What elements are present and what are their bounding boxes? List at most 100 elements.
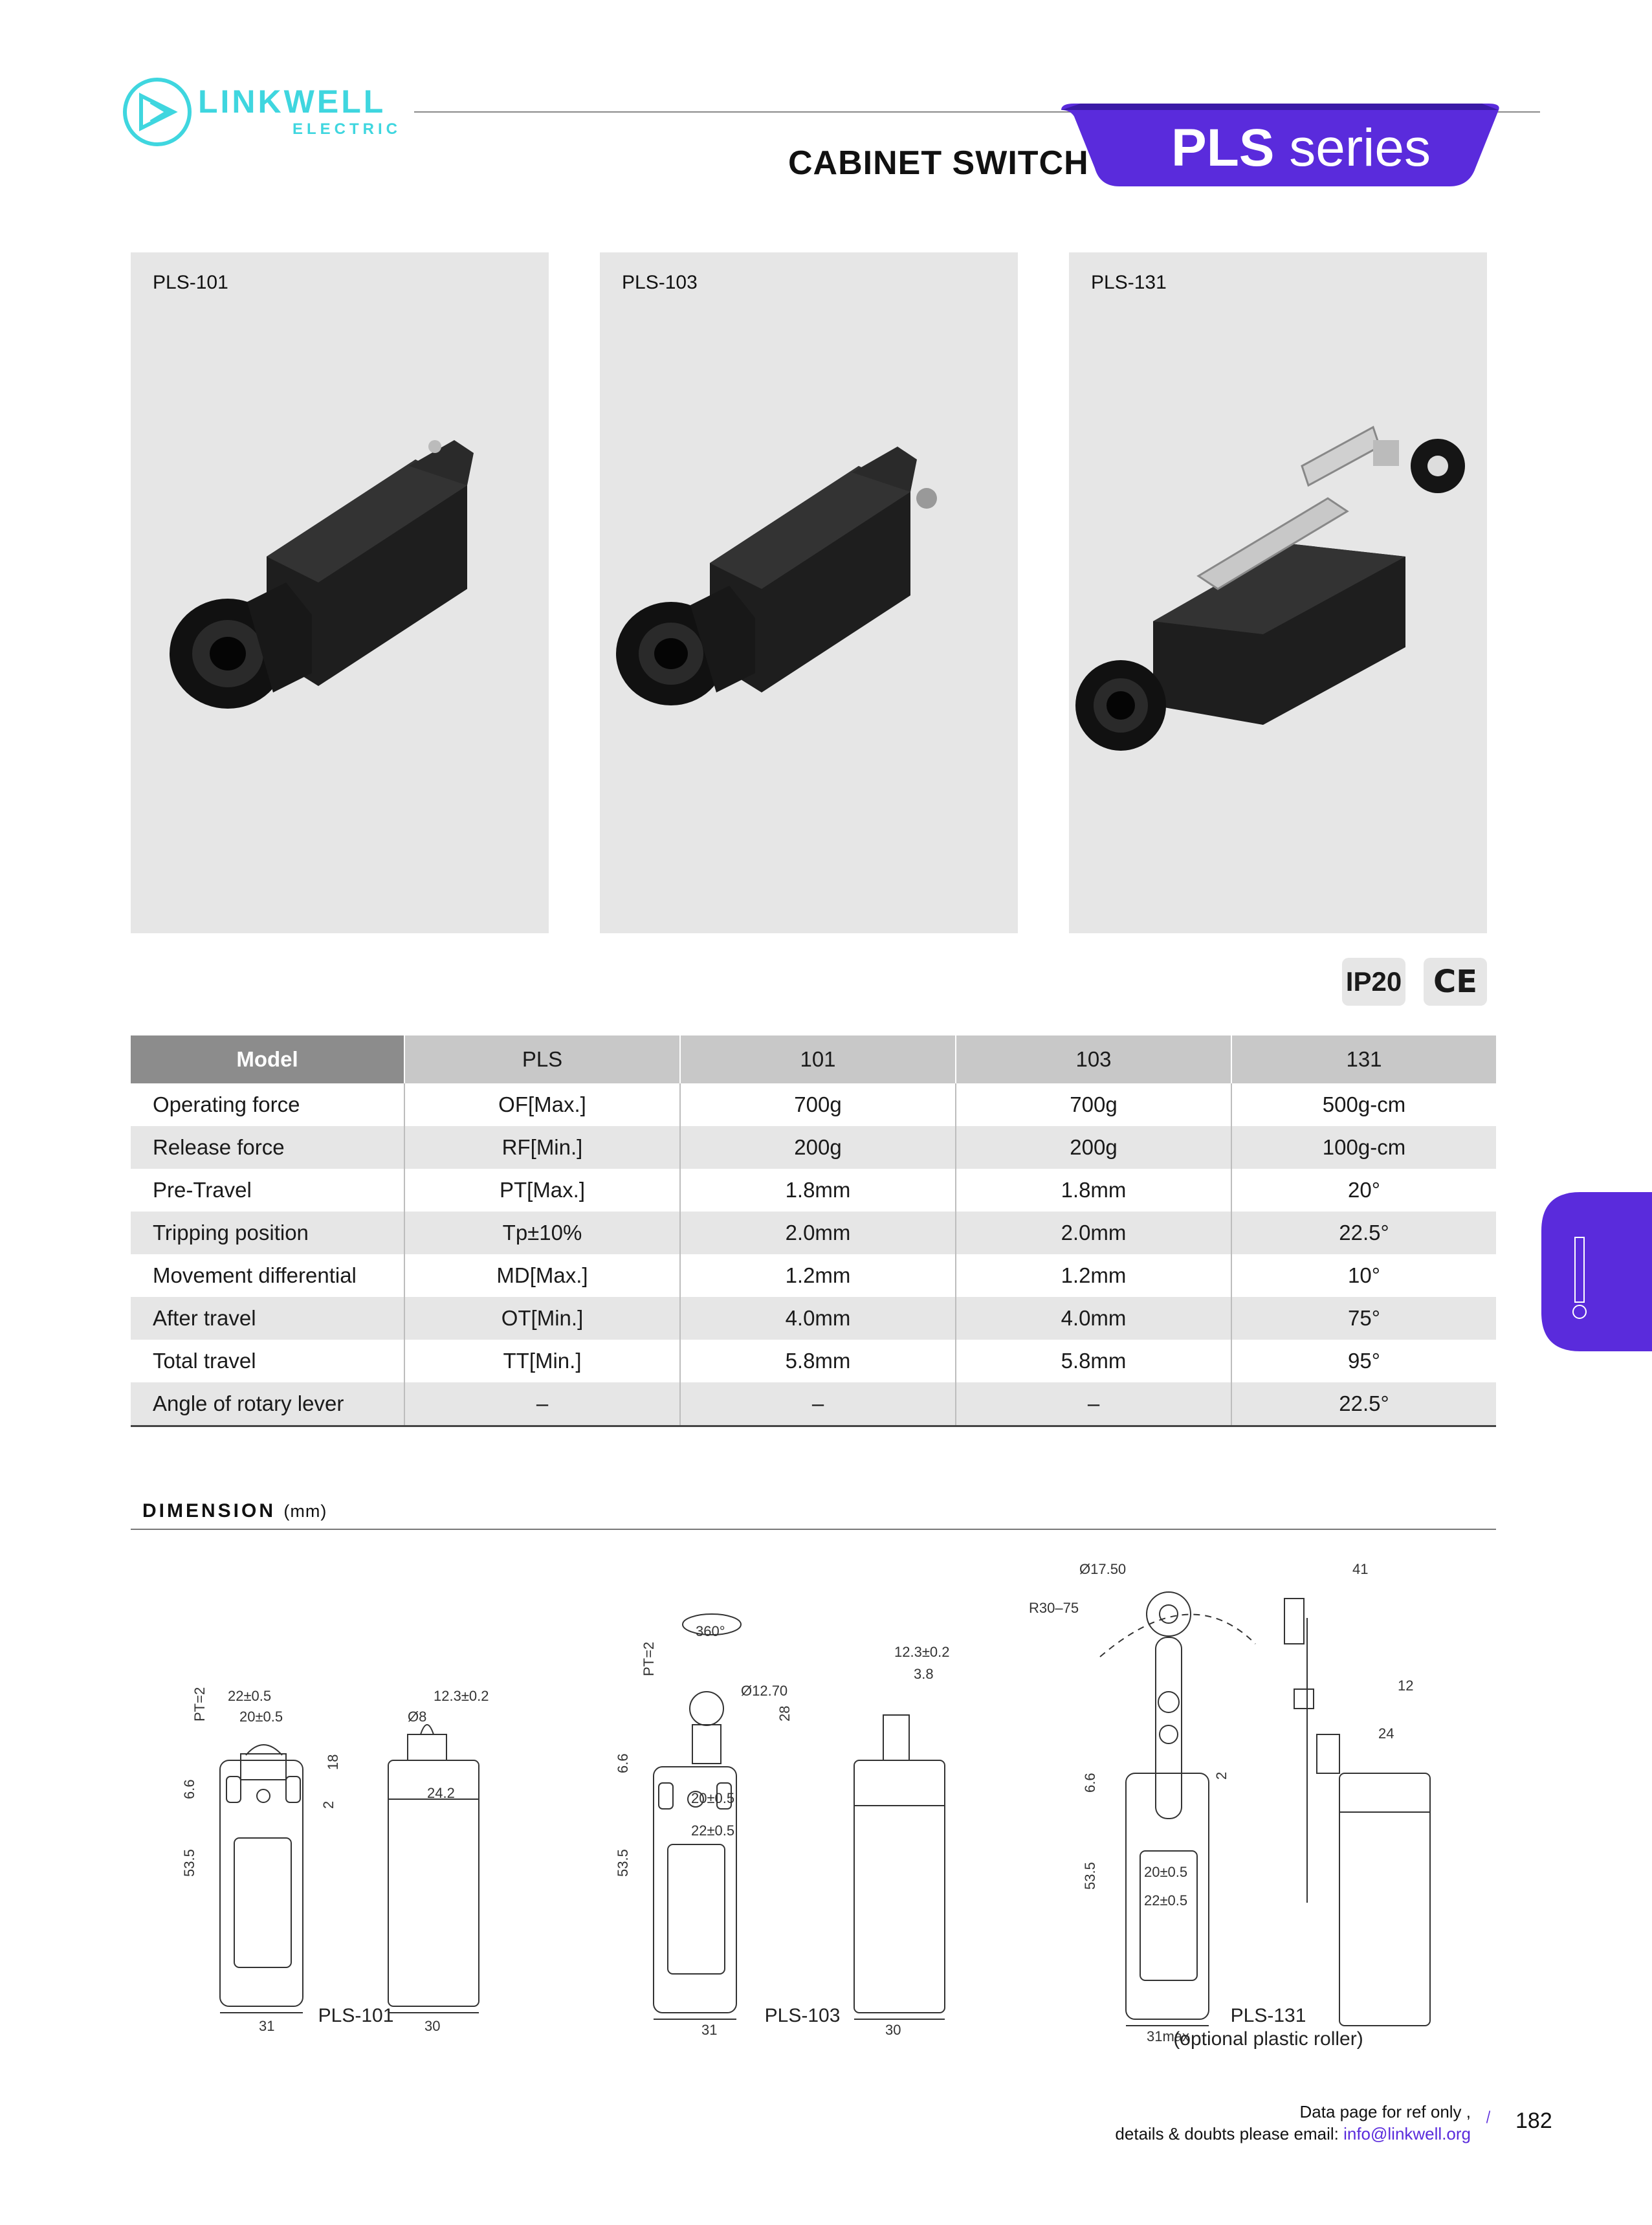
- dim-label: 3.8: [914, 1666, 934, 1682]
- page-divider: [1486, 2110, 1491, 2123]
- series-title: PLS series: [1171, 118, 1431, 177]
- table-cell: 4.0mm: [956, 1297, 1232, 1340]
- caption-pls103: PLS-103: [764, 2005, 841, 2026]
- dim-label: 31: [259, 2018, 274, 2034]
- dim-label: 31: [701, 2022, 717, 2038]
- product-label: PLS-101: [153, 272, 228, 293]
- email-link[interactable]: info@linkwell.org: [1343, 2124, 1471, 2143]
- footer-note: Data page for ref only ,: [1299, 2102, 1471, 2121]
- dim-label: 20±0.5: [239, 1709, 283, 1725]
- table-cell: 700g: [956, 1083, 1232, 1126]
- product-panel-pls131: PLS-131: [1069, 252, 1487, 933]
- caption-pls131-note: (optional plastic roller): [1173, 2028, 1363, 2050]
- table-cell: 700g: [680, 1083, 956, 1126]
- brand-sub: ELECTRIC: [292, 120, 401, 138]
- footer-contact: details & doubts please email: info@link…: [1115, 2124, 1471, 2143]
- dim-label: 22±0.5: [691, 1822, 734, 1839]
- dim-label: 31max: [1147, 2028, 1189, 2044]
- dim-label: 53.5: [615, 1849, 631, 1877]
- switch-pls101-image: [170, 440, 474, 709]
- dim-label: 22±0.5: [228, 1688, 271, 1704]
- header-rule: [414, 111, 1540, 113]
- table-cell: 1.2mm: [680, 1254, 956, 1297]
- dim-label: 2: [1213, 1772, 1229, 1780]
- pls103-side-drawing: [854, 1714, 945, 2020]
- category-title: CABINET SWITCH: [788, 144, 1089, 182]
- table-cell: Tp±10%: [404, 1212, 681, 1254]
- dim-label: 6.6: [181, 1779, 197, 1799]
- table-cell: 2.0mm: [680, 1212, 956, 1254]
- brand-name: LINKWELL: [198, 83, 386, 120]
- table-cell: –: [956, 1382, 1232, 1427]
- table-cell: Tripping position: [131, 1212, 405, 1254]
- dim-label: Ø17.50: [1079, 1561, 1126, 1577]
- dim-label: 360°: [696, 1623, 725, 1639]
- table-cell: 2.0mm: [956, 1212, 1232, 1254]
- pls103-front-drawing: [653, 1613, 742, 2020]
- table-cell: 1.8mm: [680, 1169, 956, 1212]
- table-cell: 5.8mm: [680, 1340, 956, 1382]
- table-cell: 1.2mm: [956, 1254, 1232, 1297]
- dim-label: 6.6: [615, 1753, 631, 1773]
- table-cell: 5.8mm: [956, 1340, 1232, 1382]
- table-cell: PT[Max.]: [404, 1169, 681, 1212]
- table-cell: 200g: [680, 1126, 956, 1169]
- pls101-front-drawing: [219, 1744, 303, 2013]
- brand-logo: LINKWELL ELECTRIC: [122, 76, 397, 154]
- pls131-side-drawing: [1284, 1598, 1431, 2026]
- table-cell: MD[Max.]: [404, 1254, 681, 1297]
- caption-pls131: PLS-131: [1230, 2005, 1306, 2026]
- dim-label: 41: [1352, 1561, 1368, 1577]
- table-cell: 20°: [1348, 1178, 1380, 1202]
- dim-label: 53.5: [181, 1849, 197, 1877]
- dim-label: PT=2: [641, 1642, 657, 1676]
- product-panel-pls103: PLS-103: [600, 252, 1018, 933]
- switch-pls131-image: [1075, 425, 1465, 751]
- table-cell: 22.5°: [1231, 1212, 1496, 1254]
- column-header: PLS: [404, 1035, 681, 1083]
- table-row: Pre-Travel PT[Max.] 1.8mm 1.8mm 20°: [131, 1169, 1496, 1212]
- dim-label: 24.2: [427, 1785, 455, 1801]
- table-row: Total travel TT[Min.] 5.8mm 5.8mm 95°: [131, 1340, 1496, 1382]
- caption-pls101: PLS-101: [318, 2005, 394, 2026]
- pls101-side-drawing: [388, 1724, 479, 2013]
- table-cell: –: [404, 1382, 681, 1427]
- ce-mark-icon: CE: [1424, 958, 1487, 1006]
- dim-label: 24: [1378, 1725, 1394, 1742]
- dim-label: Ø12.70: [741, 1683, 787, 1699]
- table-cell: 500g-cm: [1322, 1092, 1406, 1116]
- table-cell: 22.5°: [1231, 1382, 1496, 1427]
- table-row: Tripping position Tp±10% 2.0mm 2.0mm 22.…: [131, 1212, 1496, 1254]
- dim-label: 18: [325, 1755, 341, 1770]
- ip20-badge: IP20: [1342, 958, 1405, 1006]
- table-row: Operating force OF[Max.] 700g 700g 500g-…: [131, 1083, 1496, 1126]
- switch-pls103-image: [616, 447, 937, 705]
- table-cell: RF[Min.]: [404, 1126, 681, 1169]
- table-cell: 10°: [1348, 1263, 1380, 1287]
- product-label: PLS-103: [622, 272, 698, 293]
- table-row: Release force RF[Min.] 200g 200g 100g-cm: [131, 1126, 1496, 1169]
- switch-outline-icon: [1574, 1237, 1585, 1303]
- series-tab: PLS series: [1061, 104, 1501, 186]
- table-cell: Pre-Travel: [131, 1169, 405, 1212]
- table-cell: Release force: [131, 1126, 405, 1169]
- table-row: Movement differential MD[Max.] 1.2mm 1.2…: [131, 1254, 1496, 1297]
- dimension-title: DIMENSION (mm): [142, 1500, 327, 1522]
- table-cell: Movement differential: [131, 1254, 405, 1297]
- linkwell-logo-icon: [123, 78, 192, 146]
- table-cell: 4.0mm: [680, 1297, 956, 1340]
- dimension-rule: [131, 1529, 1496, 1530]
- dim-label: 30: [885, 2022, 901, 2038]
- dim-label: 28: [776, 1706, 793, 1721]
- dim-label: 6.6: [1082, 1773, 1098, 1793]
- table-row: Angle of rotary lever – – – 22.5°: [131, 1382, 1496, 1427]
- table-cell: Total travel: [131, 1340, 405, 1382]
- table-row: After travel OT[Min.] 4.0mm 4.0mm 75°: [131, 1297, 1496, 1340]
- column-header: 103: [956, 1035, 1232, 1083]
- dim-label: 53.5: [1082, 1862, 1098, 1890]
- table-cell: After travel: [131, 1297, 405, 1340]
- table-cell: Angle of rotary lever: [131, 1382, 405, 1427]
- table-cell: OT[Min.]: [404, 1297, 681, 1340]
- table-header-row: Model PLS 101 103 131: [131, 1035, 1496, 1083]
- product-label: PLS-131: [1091, 272, 1167, 293]
